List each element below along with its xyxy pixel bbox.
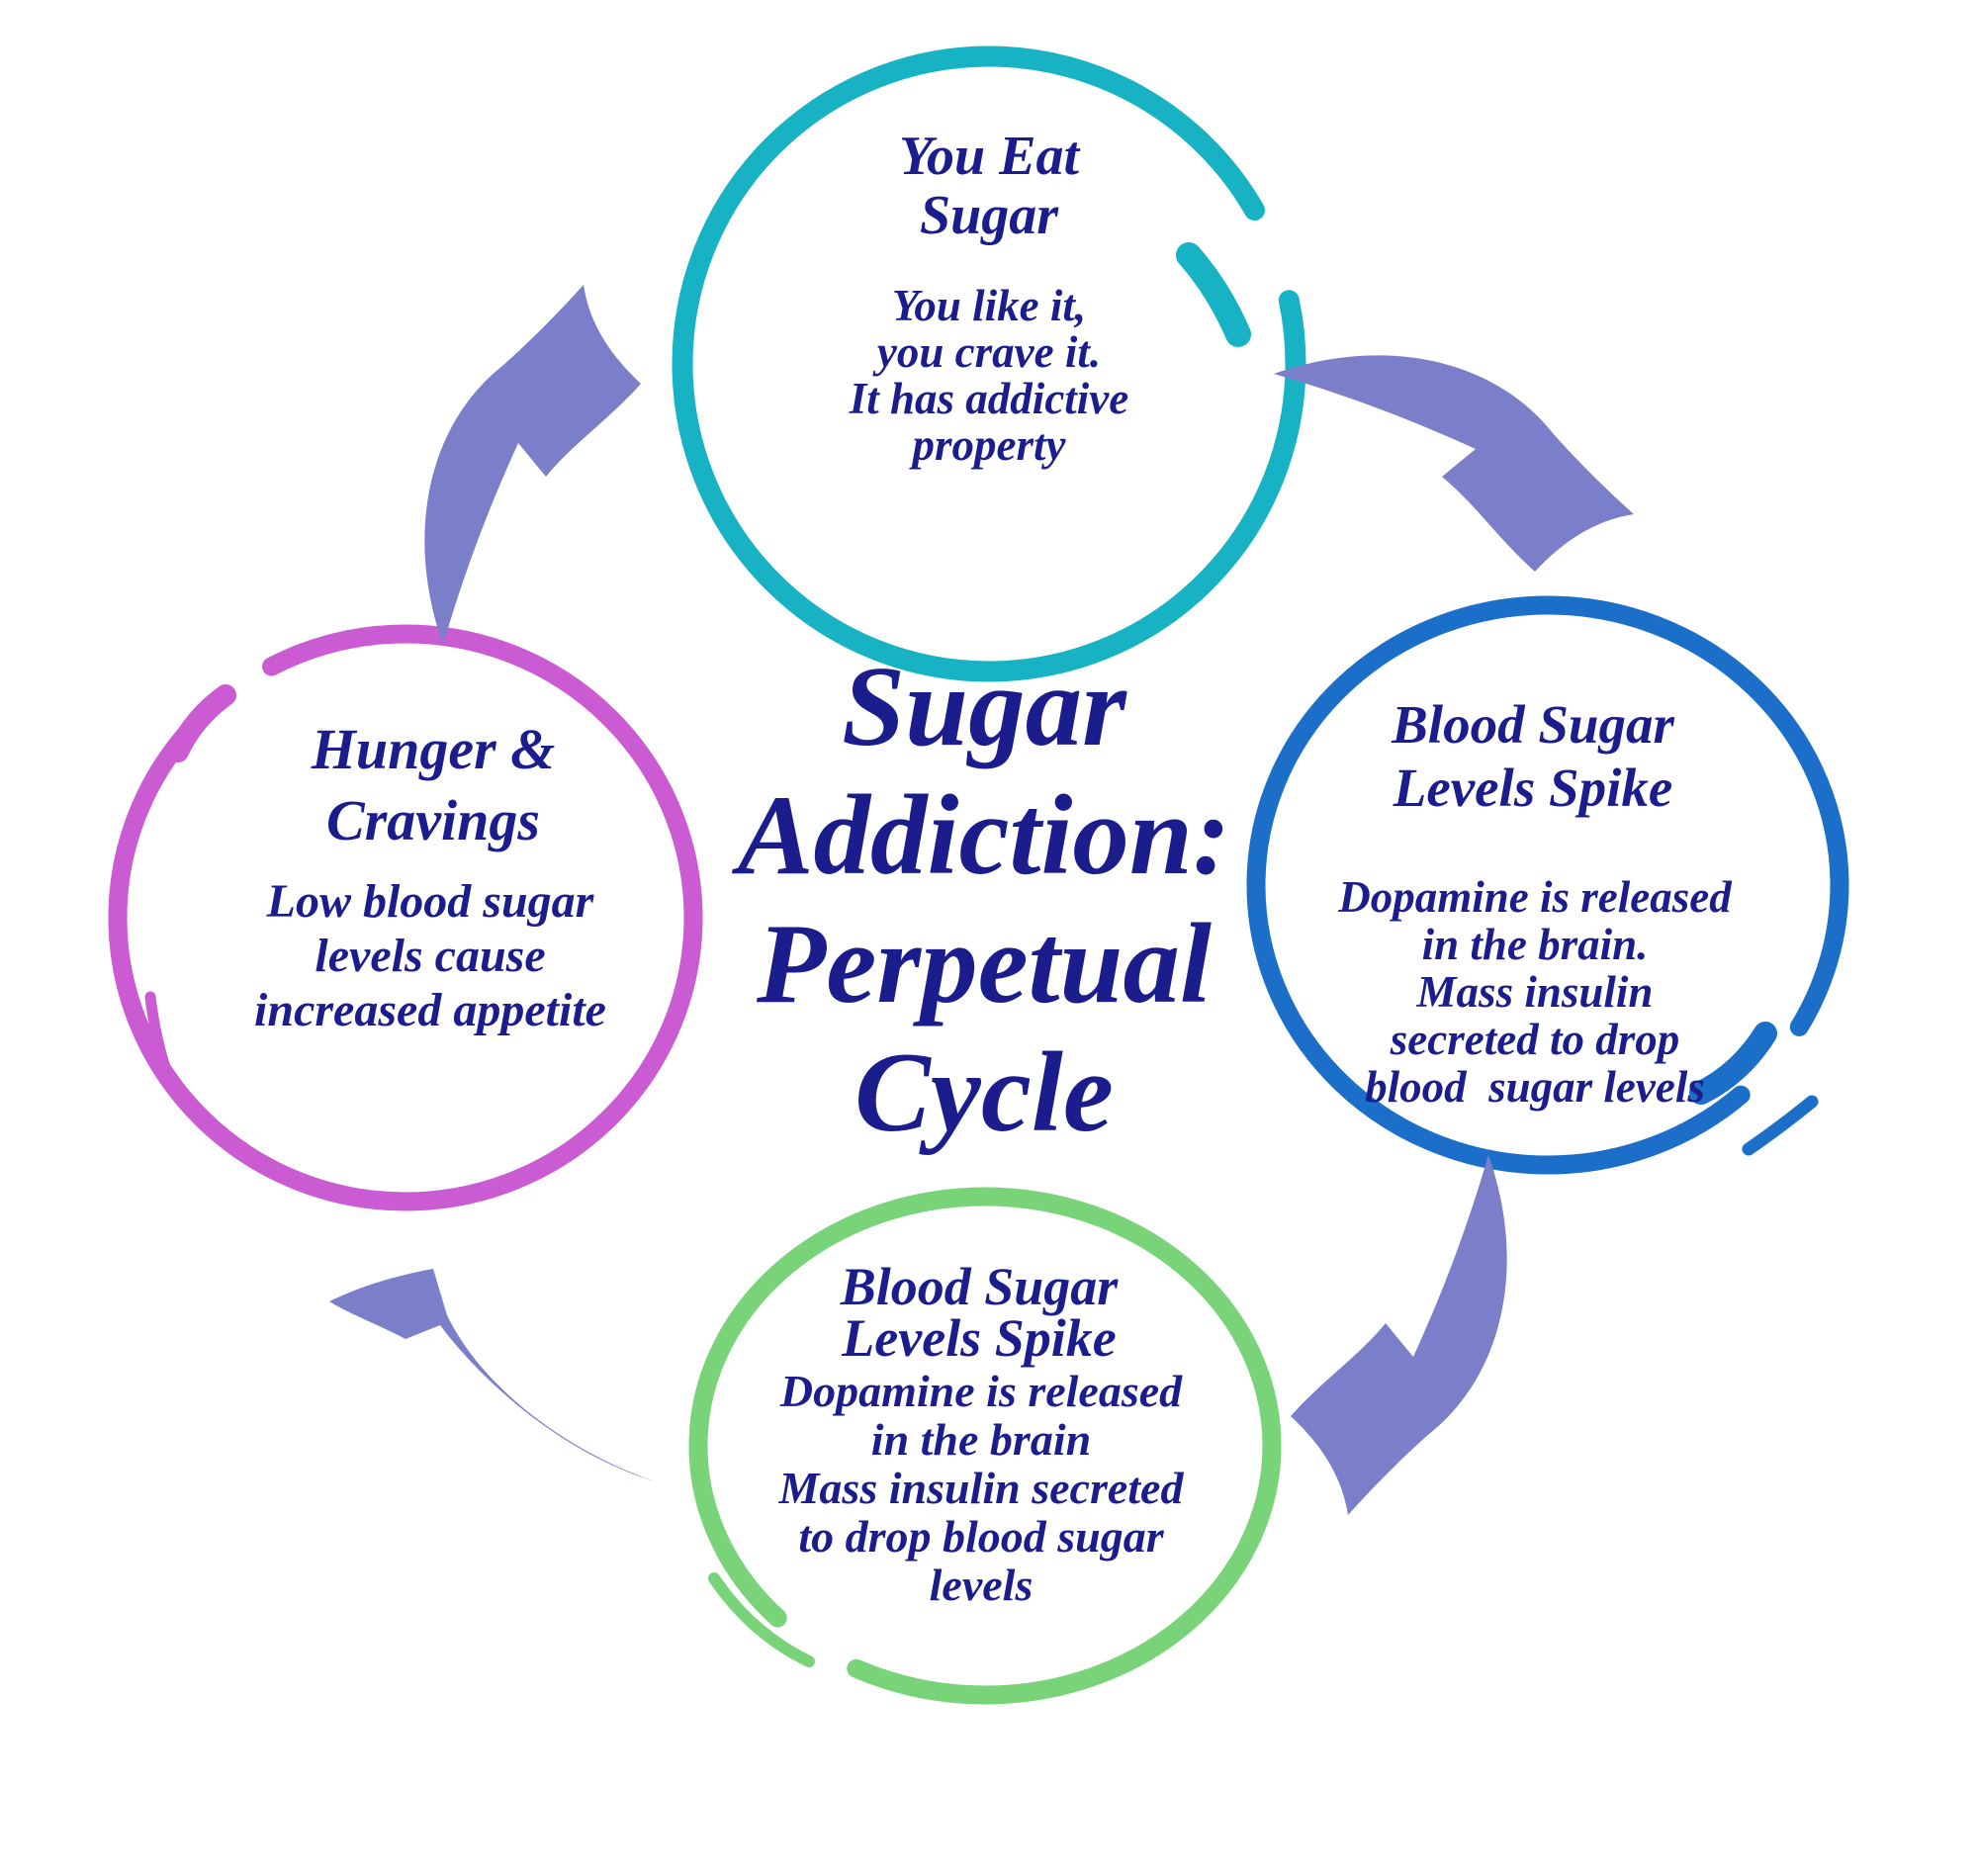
right-circle-heading: Blood Sugar Levels Spike xyxy=(1392,694,1674,818)
diagram-title: Sugar Addiction: Perpetual Cycle xyxy=(737,644,1231,1155)
bottom-circle-heading: Blood Sugar Levels Spike xyxy=(840,1257,1119,1368)
top-circle-heading: You Eat Sugar xyxy=(898,126,1080,246)
arrow-top-to-right-icon xyxy=(1274,355,1634,572)
bottom-circle-ring xyxy=(688,1187,1282,1705)
top-circle-body: You like it, you crave it. It has addict… xyxy=(849,281,1129,470)
left-circle-ring xyxy=(108,624,703,1211)
right-circle-ring xyxy=(1246,595,1849,1175)
bottom-circle-body: Dopamine is released in the brain Mass i… xyxy=(778,1366,1184,1610)
left-circle-brush-end xyxy=(167,684,236,762)
top-circle-ring xyxy=(672,45,1306,682)
arrow-bottom-to-left-icon xyxy=(329,1269,655,1481)
arrow-right-to-bottom-icon xyxy=(1291,1155,1507,1515)
left-circle-heading: Hunger & Cravings xyxy=(311,717,556,852)
left-circle-brush-flick xyxy=(144,991,178,1094)
right-circle-brush-flick xyxy=(1742,1095,1819,1156)
left-circle-body: Low blood sugar levels cause increased a… xyxy=(254,875,606,1036)
right-circle-brush-end xyxy=(1689,1022,1777,1105)
arrow-left-to-top-icon xyxy=(424,285,641,645)
bottom-circle-brush-flick xyxy=(708,1572,815,1667)
right-circle-body: Dopamine is released in the brain. Mass … xyxy=(1338,872,1732,1112)
top-circle-brush-end xyxy=(1176,242,1251,347)
